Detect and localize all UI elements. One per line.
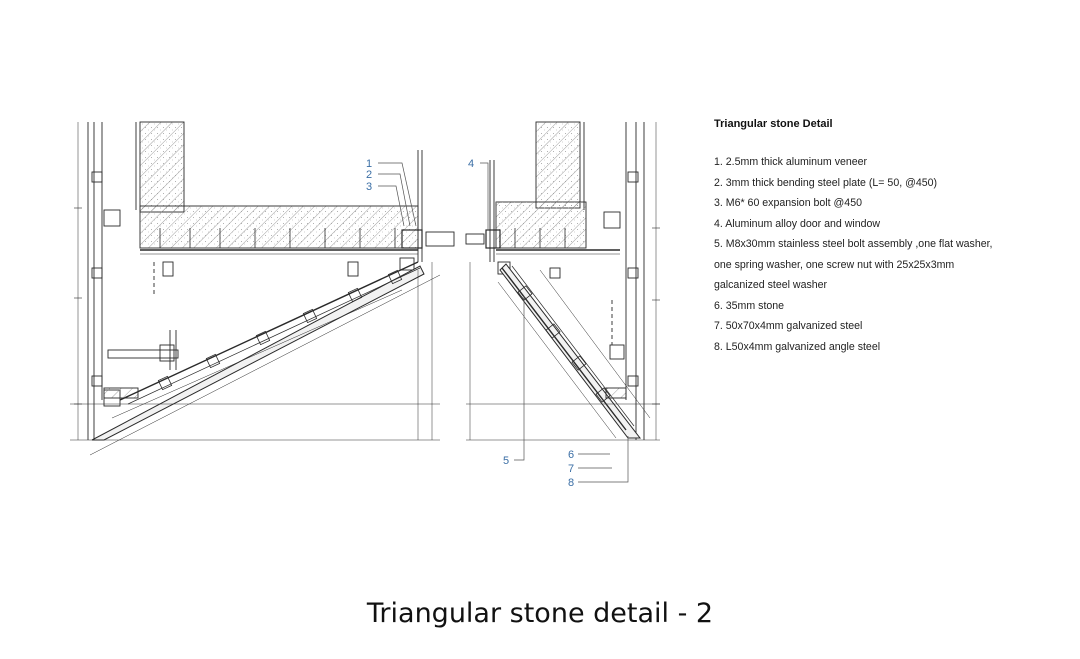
left-detail xyxy=(70,121,455,456)
legend-panel: Triangular stone Detail 1. 2.5mm thick a… xyxy=(714,118,1044,357)
legend-item-3: 3. M6* 60 expansion bolt @450 xyxy=(714,197,862,209)
callout-leaders xyxy=(378,162,629,483)
legend-item-7: 7. 50x70x4mm galvanized steel xyxy=(714,320,863,332)
callout-4: 4 xyxy=(468,158,474,170)
legend-item-4: 4. Aluminum alloy door and window xyxy=(714,217,881,230)
callout-5: 5 xyxy=(503,455,509,467)
callout-8: 8 xyxy=(568,477,574,489)
legend-item-6: 6. 35mm stone xyxy=(714,299,785,312)
figure-caption: Triangular stone detail - 2 xyxy=(366,598,714,629)
callout-7: 7 xyxy=(568,463,574,475)
callout-6: 6 xyxy=(568,449,574,461)
legend-item-5: 5. M8x30mm stainless steel bolt assembly… xyxy=(714,238,993,250)
callout-numbers: 1 2 3 4 5 6 7 8 xyxy=(366,158,574,489)
legend-title: Triangular stone Detail xyxy=(714,118,833,130)
legend-list: 1. 2.5mm thick aluminum veneer 2. 3mm th… xyxy=(714,152,1044,357)
legend-item-8: 8. L50x4mm galvanized angle steel xyxy=(714,340,881,353)
callout-2: 2 xyxy=(366,169,372,181)
legend-item-5-cont-2: galcanized steel washer xyxy=(714,279,828,291)
legend-item-1: 1. 2.5mm thick aluminum veneer xyxy=(714,156,868,168)
right-detail xyxy=(465,121,660,441)
legend-item-2: 2. 3mm thick bending steel plate (L= 50,… xyxy=(714,176,938,189)
callout-1: 1 xyxy=(366,158,372,170)
legend-item-5-cont-1: one spring washer, one screw nut with 25… xyxy=(714,258,955,271)
callout-3: 3 xyxy=(366,181,372,193)
